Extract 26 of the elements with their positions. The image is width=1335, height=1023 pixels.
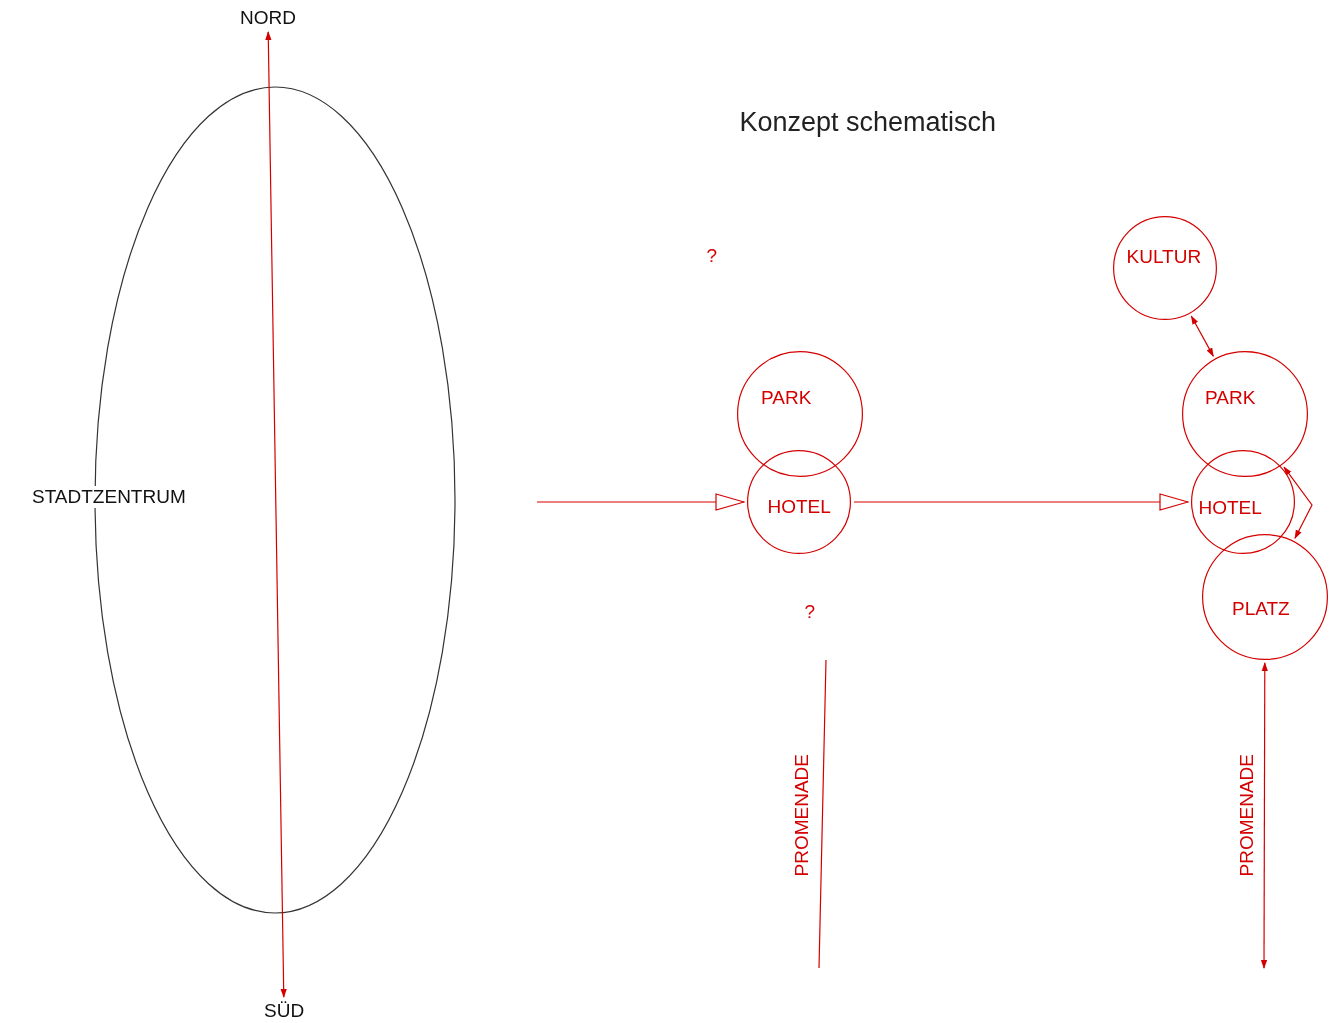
node-label: PARK	[761, 387, 812, 409]
arrow	[536, 493, 745, 511]
question-mark: ?	[706, 245, 718, 267]
circle-node	[1182, 351, 1308, 477]
node-label: HOTEL	[1198, 497, 1262, 519]
compass-label: SÜD	[264, 1000, 305, 1022]
district-label: STADTZENTRUM	[32, 486, 186, 508]
double-arrow	[1283, 466, 1313, 539]
node-label: PARK	[1205, 387, 1256, 409]
question-mark: ?	[804, 601, 816, 623]
circle-node	[1202, 534, 1328, 660]
node-label: HOTEL	[767, 496, 831, 518]
double-arrow	[1260, 662, 1268, 969]
node-label: KULTUR	[1126, 246, 1202, 268]
circle-node	[747, 450, 851, 554]
compass-label: NORD	[240, 7, 296, 29]
diagram-title: Konzept schematisch	[739, 106, 997, 138]
street-label: PROMENADE	[791, 754, 813, 877]
street-label: PROMENADE	[1236, 754, 1258, 877]
circle-node	[1191, 450, 1295, 554]
circle-node	[737, 351, 863, 477]
arrow	[853, 493, 1189, 511]
circle-node	[1113, 216, 1217, 320]
double-arrow	[1190, 315, 1214, 357]
double-arrow	[265, 31, 287, 998]
node-label: PLATZ	[1232, 598, 1290, 620]
